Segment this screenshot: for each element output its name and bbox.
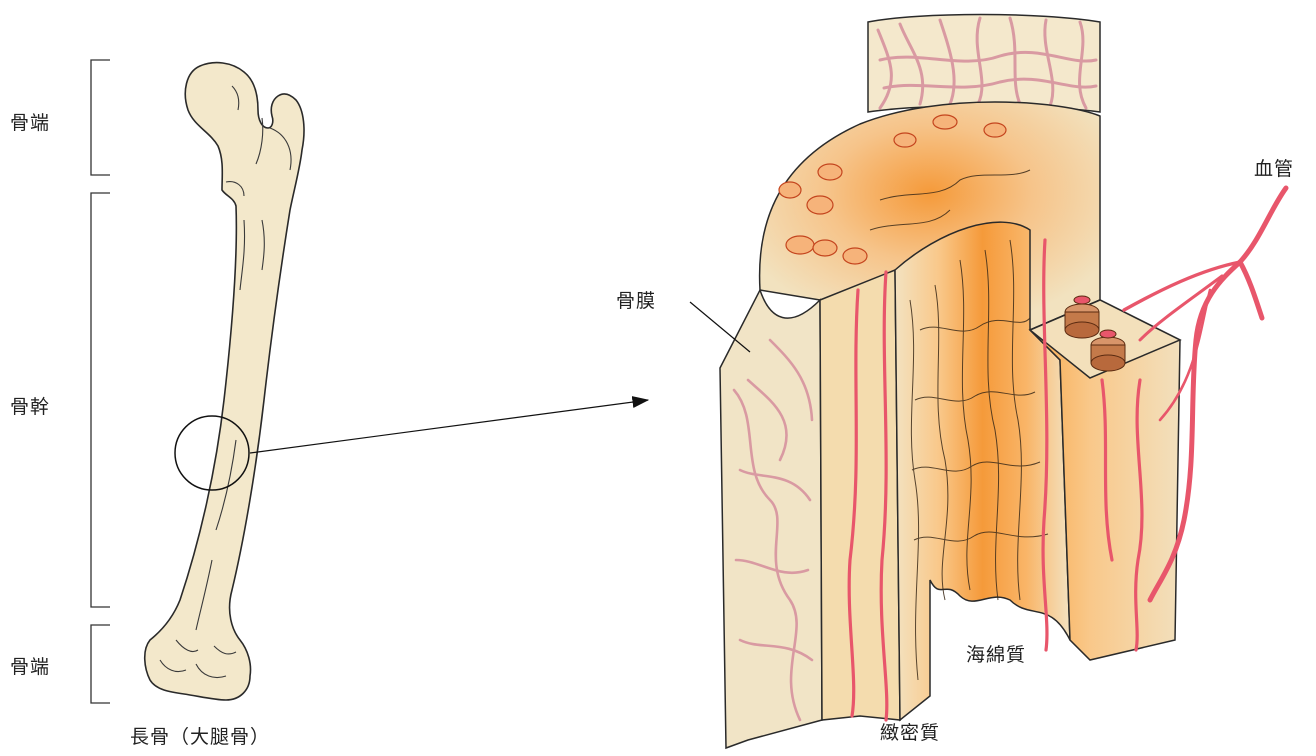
femur-illustration	[145, 63, 304, 700]
label-epiphysis-bottom: 骨端	[10, 652, 50, 679]
label-periosteum: 骨膜	[616, 286, 656, 313]
label-epiphysis-top: 骨端	[10, 108, 50, 135]
bracket-epiphysis-top	[91, 60, 110, 175]
label-compact-bone: 緻密質	[880, 718, 940, 745]
compact-face	[820, 270, 900, 720]
bracket-diaphysis	[91, 193, 110, 607]
label-diaphysis: 骨幹	[10, 392, 50, 419]
figure-caption: 長骨（大腿骨）	[130, 722, 270, 749]
zoom-arrow	[250, 400, 648, 453]
label-blood-vessel: 血管	[1254, 154, 1294, 181]
bracket-epiphysis-bottom	[91, 625, 110, 703]
femur-shape	[145, 63, 304, 700]
bone-section-illustration	[720, 15, 1286, 749]
label-spongy-bone: 海綿質	[966, 640, 1026, 667]
periosteum-strip	[720, 290, 822, 748]
